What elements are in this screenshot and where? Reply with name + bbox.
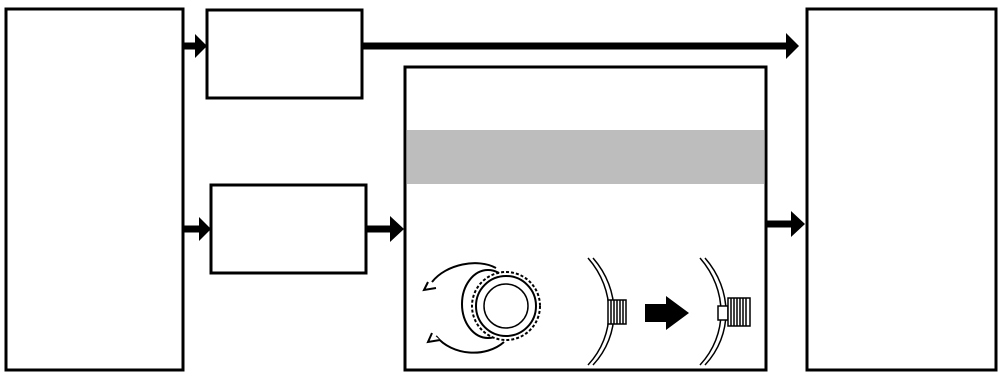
right-block: [805, 7, 998, 372]
transition-arrow-icon: [645, 296, 689, 330]
upper-middle-block: [205, 8, 364, 100]
arrowhead-panel-to-right: [791, 211, 805, 237]
flush-screw-icon: [587, 257, 627, 366]
lower-middle-block: [209, 183, 368, 275]
arrowhead-upper-to-right: [786, 33, 799, 59]
arrowhead-left-to-lower: [199, 217, 211, 241]
arrowhead-lower-to-panel: [390, 216, 404, 242]
left-block: [4, 7, 185, 372]
gray-band: [407, 130, 764, 184]
rotating-knob-icon: [422, 262, 541, 354]
arrowhead-left-to-upper: [195, 34, 207, 58]
raised-screw-icon: [699, 257, 751, 366]
center-panel: [403, 65, 768, 372]
